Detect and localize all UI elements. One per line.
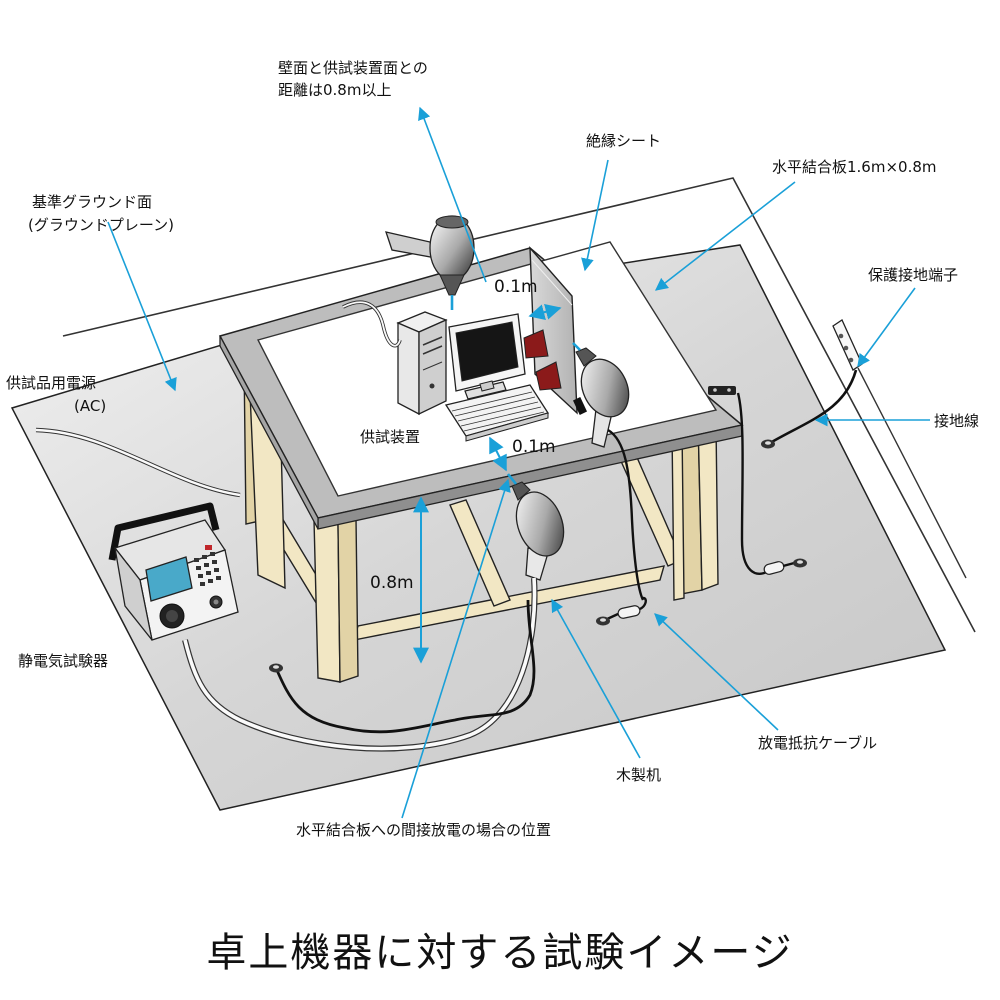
esd-tester [108,502,239,641]
label-ground-wire: 接地線 [934,412,979,430]
eut-keyboard [444,384,550,442]
hcp-discharge-cable [736,392,771,575]
label-eut-power-2: (AC) [74,397,106,415]
leader-wooden-table [551,598,641,759]
leader-indirect-position [401,478,511,819]
label-wall-distance-1: 壁面と供試装置面との [278,59,428,77]
label-protective-terminal: 保護接地端子 [868,266,958,284]
leader-discharge-cable [654,613,779,731]
eut-pc-tower [396,311,448,416]
floor-ground-lug-mid [596,616,610,626]
esd-gun-hcp [506,473,565,581]
label-wall-distance-2: 距離は0.8m以上 [278,81,391,99]
label-ground-reference-1: 基準グラウンド面 [32,193,152,211]
tester-ground-cable [274,599,536,734]
ground-wire [769,369,858,445]
label-eut: 供試装置 [360,428,420,446]
hcp-distance-arrow [489,436,507,472]
dim-hcp-distance: 0.1m [512,437,556,457]
leader-protective-terminal [857,287,916,368]
label-ground-reference-2: (グラウンドプレーン) [28,216,174,234]
eut-monitor [448,313,526,400]
vcp-gun-cable [607,428,645,601]
dim-vcp-distance: 0.1m [494,277,538,297]
floor-ground-lug-left [269,663,283,673]
esd-gun-top [385,215,475,310]
vcp-marker-upper [523,329,549,359]
label-esd-tester: 静電気試験器 [18,652,108,670]
label-horizontal-plane: 水平結合板1.6m×0.8m [772,158,937,176]
label-insulation-sheet: 絶縁シート [586,132,661,150]
floor-ground-lug-right [793,558,807,568]
hcp-cable-connector [708,386,736,395]
cable-resistor-mid [617,605,641,619]
dim-table-height: 0.8m [370,573,414,593]
diagram-caption: 卓上機器に対する試験イメージ [206,930,793,976]
leader-ground-reference [107,221,177,392]
vcp-marker-lower [535,361,562,391]
wall-line [62,177,976,633]
tester-lcd [145,556,193,602]
leader-wall-distance [418,106,487,283]
label-wooden-table: 木製机 [616,766,661,784]
vcp-distance-arrow [528,303,562,321]
label-indirect-position: 水平結合板への間接放電の場合の位置 [296,821,551,839]
leader-horizontal-plane [654,181,796,291]
floor-ground-lug [761,439,775,449]
leader-insulation-sheet [581,159,609,272]
esd-gun-vcp [572,342,630,448]
label-eut-power-1: 供試品用電源 [6,374,96,392]
label-discharge-cable: 放電抵抗ケーブル [758,734,877,752]
